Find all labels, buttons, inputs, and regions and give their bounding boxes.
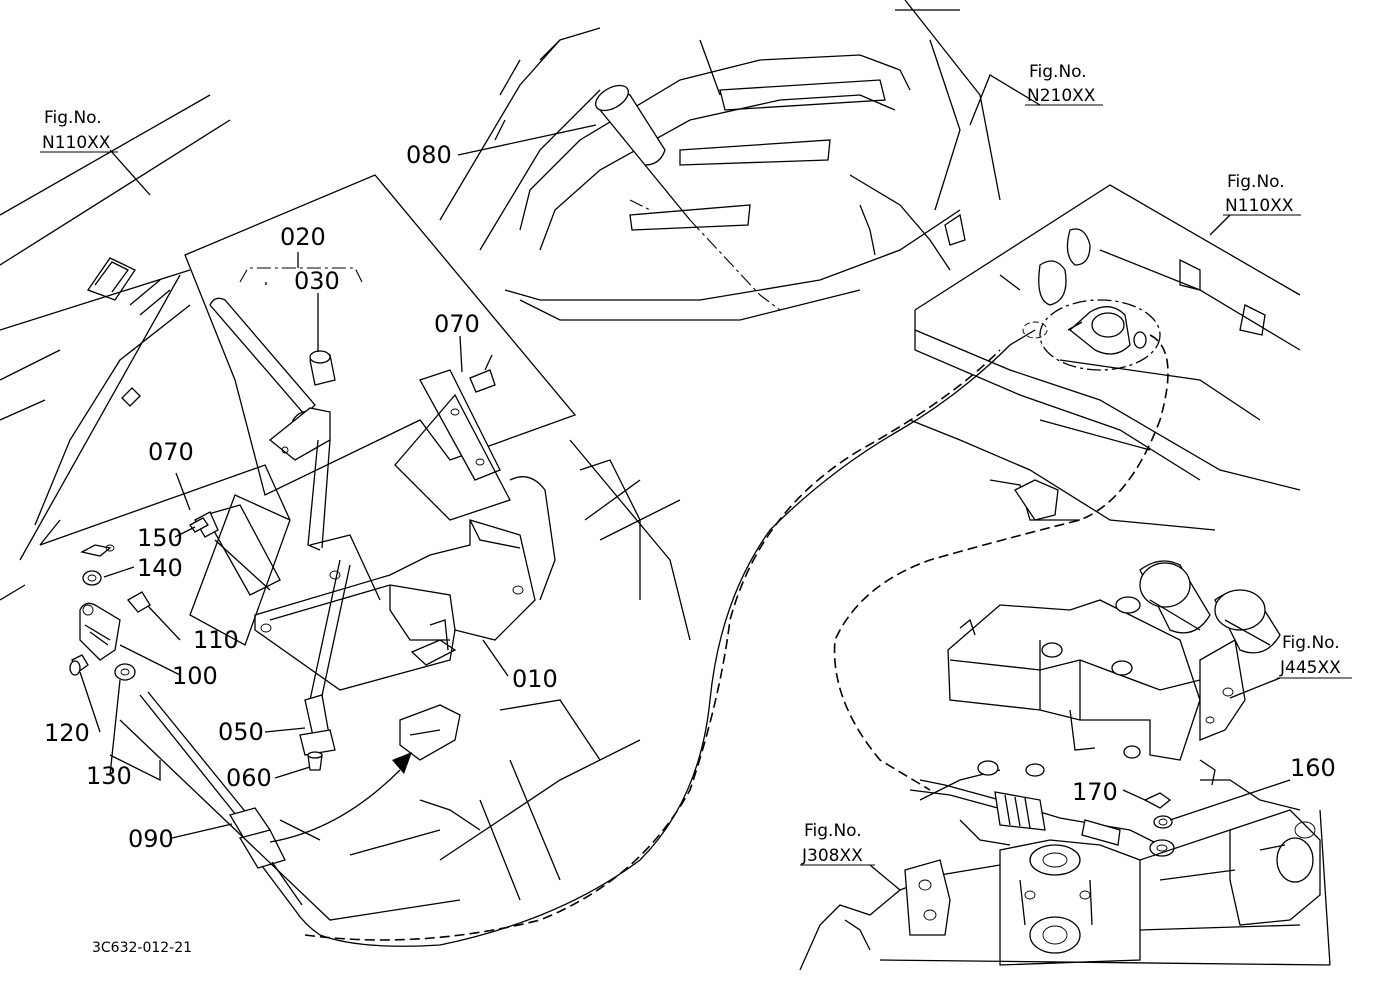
svg-text:Fig.No.: Fig.No. [1227,172,1285,192]
part-090-cable[interactable] [139,329,1036,947]
part-070a-bolt[interactable] [189,511,219,538]
svg-text:Fig.No.: Fig.No. [1029,62,1087,82]
fig-ref-underlines [40,104,1352,866]
part-110-plate[interactable] [189,494,291,646]
floor-panel-outline [109,439,691,921]
label-part-030[interactable]: 030 [294,267,340,295]
label-part-050[interactable]: 050 [218,718,264,746]
assembly-arrow [269,752,412,843]
fig-ref-n110-right[interactable]: Fig.No. N110XX [1225,172,1294,216]
svg-text:N110XX: N110XX [42,133,111,153]
seat-area-outline [439,0,1001,321]
part-050-rod[interactable] [299,559,351,756]
label-part-130[interactable]: 120 [44,719,90,747]
label-part-120[interactable]: 130 [86,762,132,790]
part-030-sleeve[interactable] [309,350,336,386]
part-120-nut[interactable] [114,663,136,681]
fig-ref-n110-left[interactable]: Fig.No. N110XX [42,108,111,153]
label-part-090[interactable]: 090 [128,825,174,853]
svg-text:Fig.No.: Fig.No. [44,108,102,128]
fig-ref-j445[interactable]: Fig.No. J445XX [1279,633,1341,678]
fig-ref-j308[interactable]: Fig.No. J308XX [801,821,863,866]
svg-text:Fig.No.: Fig.No. [804,821,862,841]
label-part-110[interactable]: 110 [193,626,239,654]
part-110-clip[interactable] [127,591,151,613]
shift-shaft-detail [1022,299,1161,371]
svg-text:N210XX: N210XX [1027,86,1096,106]
left-fender-outline [0,94,231,601]
part-170-pin[interactable] [1143,792,1172,809]
cable-route-dashed [304,349,1001,941]
leader-lines [79,74,1291,891]
drawing-code: 3C632-012-21 [92,940,192,956]
label-part-020[interactable]: 020 [280,223,326,251]
part-150-clip[interactable] [80,544,115,557]
label-part-150[interactable]: 150 [137,524,183,552]
part-100-joint[interactable] [79,602,121,661]
label-part-080[interactable]: 080 [406,141,452,169]
svg-text:Fig.No.: Fig.No. [1282,633,1340,653]
label-part-100[interactable]: 100 [172,662,218,690]
label-part-140[interactable]: 140 [137,554,183,582]
cable-route-right [833,334,1169,791]
transmission-housing [799,760,1331,971]
label-part-170[interactable]: 170 [1072,778,1118,806]
part-140-washer[interactable] [82,570,102,586]
part-010-bracket[interactable] [254,519,536,761]
svg-text:J445XX: J445XX [1279,658,1341,678]
svg-text:N110XX: N110XX [1225,196,1294,216]
part-060-bolt[interactable] [307,751,323,771]
right-frame-outline [909,184,1301,531]
svg-text:J308XX: J308XX [801,846,863,866]
part-160-cable-end[interactable] [909,779,1175,857]
fig-ref-n210[interactable]: Fig.No. N210XX [1027,62,1096,106]
valve-assembly [947,560,1281,786]
group-box-left [184,174,577,496]
label-part-160[interactable]: 160 [1290,754,1336,782]
part-020-lever[interactable] [209,297,331,551]
label-part-060[interactable]: 060 [226,764,272,792]
label-part-010[interactable]: 010 [512,665,558,693]
part-130-pin[interactable] [69,654,89,676]
label-part-070a[interactable]: 070 [148,438,194,466]
label-part-070b[interactable]: 070 [434,310,480,338]
group-box-lower [39,464,291,546]
part-070b-box [394,393,511,521]
part-070b-bolt[interactable] [419,354,501,481]
part-080-lever-knob[interactable] [591,80,691,221]
